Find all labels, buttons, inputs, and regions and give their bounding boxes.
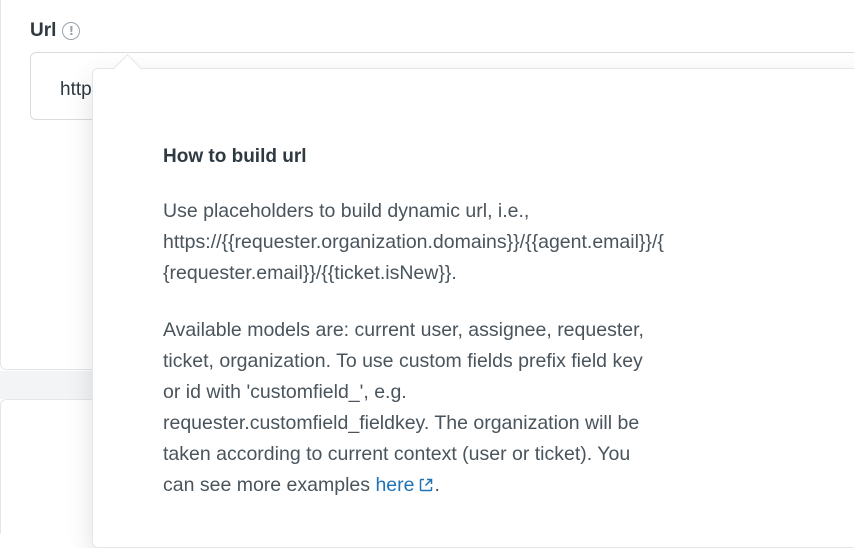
url-help-tooltip <box>92 68 854 548</box>
examples-link-text[interactable]: here <box>375 474 415 496</box>
tooltip-models-description: Available models are: current user, assi… <box>163 315 843 501</box>
tooltip-p1-line: Use placeholders to build dynamic url, i… <box>163 200 530 222</box>
tooltip-p2-line: taken according to current context (user… <box>163 443 631 465</box>
tooltip-p2-suffix: . <box>434 474 440 496</box>
tooltip-p2-line: or id with 'customfield_', e.g. <box>163 381 407 403</box>
info-icon[interactable]: ! <box>62 22 81 40</box>
url-input-value: https:// <box>60 79 92 100</box>
tooltip-p1-line: https://{{requester.organization.domains… <box>163 231 664 253</box>
tooltip-p1-line: {requester.email}}/{{ticket.isNew}}. <box>163 262 457 284</box>
examples-link[interactable]: here <box>375 474 434 496</box>
tooltip-p2-line: ticket, organization. To use custom fiel… <box>163 350 643 372</box>
url-label-text: Url <box>30 20 57 41</box>
url-field-label: Url ! <box>30 20 81 42</box>
tooltip-p2-line: Available models are: current user, assi… <box>163 319 644 341</box>
external-link-icon[interactable] <box>418 477 434 493</box>
tooltip-p2-line: requester.customfield_fieldkey. The orga… <box>163 412 640 434</box>
tooltip-placeholder-description: Use placeholders to build dynamic url, i… <box>163 196 843 289</box>
tooltip-p2-line: can see more examples <box>163 474 376 496</box>
tooltip-title: How to build url <box>163 146 307 167</box>
